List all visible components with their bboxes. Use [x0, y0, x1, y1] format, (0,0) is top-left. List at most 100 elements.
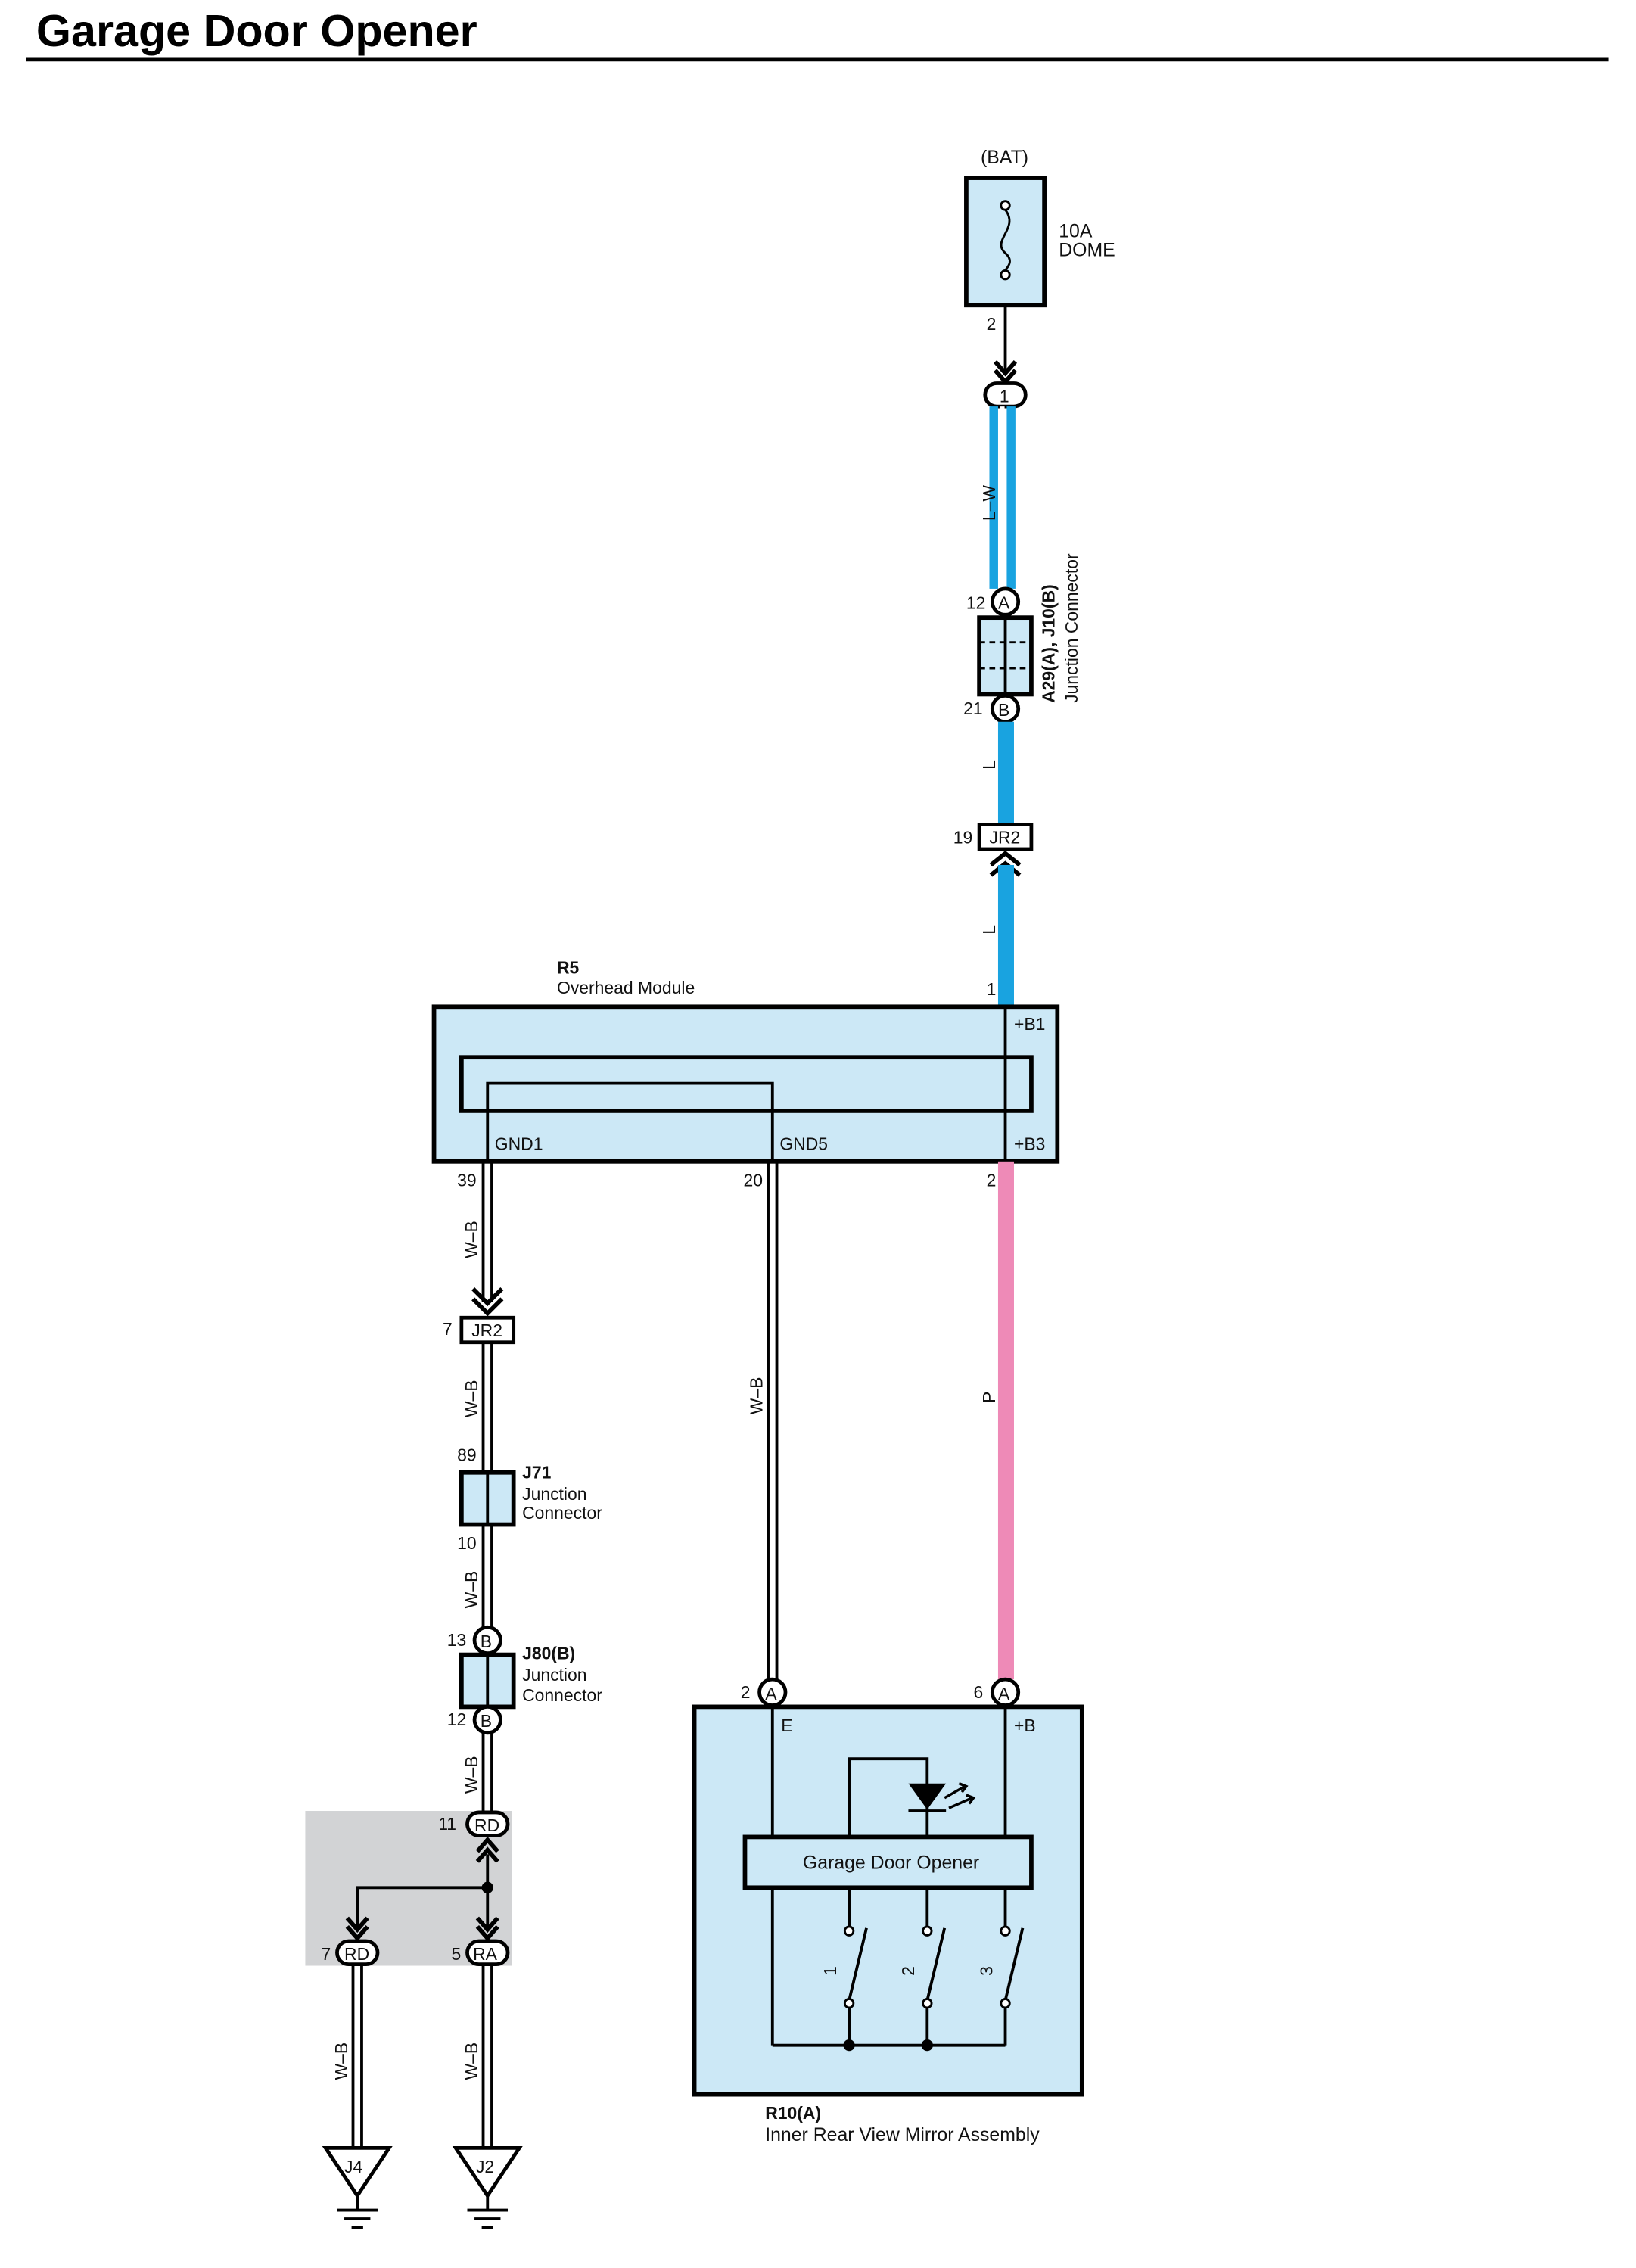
r10-letter-b: A [998, 1684, 1010, 1703]
r5-inner-bus [459, 1055, 1034, 1113]
junction-a29-pin-top: 12 [966, 593, 986, 613]
switch-2-label: 2 [898, 1966, 918, 1976]
switch-2-blade [925, 1927, 947, 2001]
jr2-top-pin: 19 [953, 827, 973, 847]
j80-letter-top: B [481, 1632, 492, 1651]
r5-label-b3: +B3 [1014, 1134, 1045, 1154]
j80-desc2: Connector [522, 1685, 602, 1705]
splice-left-conn [335, 1939, 380, 1967]
fuse-pin: 2 [987, 314, 997, 334]
fuse-element [1000, 209, 1011, 272]
fuse-name: DOME [1059, 240, 1115, 260]
r10-desc: Inner Rear View Mirror Assembly [765, 2125, 1040, 2145]
j71-pin-bottom: 10 [457, 1533, 477, 1553]
wire-color-lw: L–W [979, 485, 999, 521]
splice-pin-left: 7 [321, 1944, 331, 1964]
r10-pin-b: 6 [973, 1682, 983, 1702]
junction-a29-letter-top-circle [990, 586, 1021, 617]
j80-id: J80(B) [522, 1643, 575, 1663]
r5-label-gnd1: GND1 [495, 1134, 543, 1154]
splice-name-left: RD [344, 1944, 369, 1964]
jr2-left-name: JR2 [471, 1321, 502, 1340]
r5-label-gnd5: GND5 [779, 1134, 828, 1154]
fuse-terminal-top [1000, 200, 1011, 211]
splice-block: 11 RD 7 RD 5 RA [305, 1810, 512, 1967]
wire-color-wb-3: W–B [462, 1571, 481, 1609]
r5-id: R5 [557, 957, 580, 977]
wire-lw-2 [1006, 406, 1016, 589]
wire-l-lower [997, 864, 1014, 1007]
j71-desc1: Junction [522, 1484, 586, 1504]
switch-2-node [921, 2039, 933, 2052]
r5-pin-gnd5: 20 [744, 1170, 764, 1190]
r10-id: R10(A) [765, 2103, 821, 2123]
j71-pin-top: 89 [457, 1445, 477, 1464]
junction-a29-letter-bottom: B [998, 700, 1009, 720]
switch-3-blade [1003, 1927, 1025, 2001]
ground-icon [467, 2208, 509, 2229]
splice-name-right: RA [473, 1944, 498, 1964]
female-arrow-icon [989, 851, 1022, 877]
r10-pin-e: 2 [741, 1682, 751, 1702]
splice-branch [356, 1886, 488, 1927]
switch-1-label: 1 [820, 1966, 840, 1976]
mirror-assembly-r10: 2 A 6 A E +B Garage Door Opener 1 2 [692, 1677, 1084, 2145]
fuse-terminal-bottom [1000, 269, 1011, 281]
r10-label-b: +B [1014, 1716, 1036, 1735]
junction-a29-id: A29(A), J10(B) [1039, 584, 1059, 703]
j71-id: J71 [522, 1462, 551, 1482]
splice-name-top: RD [474, 1815, 499, 1835]
splice-junction-dot [481, 1881, 493, 1893]
ground-j4: J4 [322, 2145, 393, 2229]
jr2-top-box [977, 823, 1034, 851]
switch-2-top-contact [922, 1925, 933, 1937]
r5-pin-gnd1: 39 [457, 1170, 477, 1190]
switch-1-bottom-contact [843, 1998, 855, 2009]
male-arrow-jr2-icon [471, 1286, 504, 1317]
jr2-left-pin: 7 [443, 1319, 453, 1339]
ground-j4-label: J4 [344, 2157, 362, 2176]
wire-p [997, 1161, 1014, 1680]
j80-pin-bottom: 12 [447, 1710, 467, 1729]
switch-3-top-contact [1000, 1925, 1011, 1937]
fuse-box [964, 176, 1047, 308]
splice-male-left-icon [345, 1916, 369, 1942]
wire-color-l-lower: L [979, 925, 999, 935]
wire-color-wb-1: W–B [462, 1221, 481, 1258]
junction-a29-pin-bottom: 21 [963, 698, 983, 718]
wire-lw [989, 406, 998, 589]
connector-1 [983, 381, 1028, 409]
switch-3-bottom-contact [1000, 1998, 1011, 2009]
splice-pin-right: 5 [451, 1944, 461, 1964]
ground-j2: J2 [452, 2145, 523, 2229]
splice-male-right-icon [475, 1916, 499, 1942]
r5-label-b1: +B1 [1014, 1014, 1045, 1034]
wire-color-wb-4: W–B [462, 1756, 481, 1794]
wire-color-wb-2: W–B [462, 1380, 481, 1417]
r10-body [692, 1704, 1084, 2097]
splice-right-conn [465, 1939, 510, 1967]
switch-1-blade [848, 1927, 868, 2001]
wire-color-wb-j4: W–B [331, 2042, 351, 2080]
r5-desc: Overhead Module [557, 978, 695, 997]
switch-2-bottom-contact [922, 1998, 933, 2009]
j80-letter-bottom: B [481, 1711, 492, 1731]
wire-color-l-upper: L [979, 760, 999, 770]
switch-1-node [843, 2039, 855, 2052]
r5-pin-b3: 2 [987, 1170, 997, 1190]
switch-1-top-contact [843, 1925, 855, 1937]
j80-letter-bottom-circle [472, 1705, 502, 1735]
junction-j80: 13 B J80(B) Junction Connector 12 B [447, 1625, 602, 1735]
j80-desc1: Junction [522, 1665, 586, 1685]
junction-j71: 89 J71 Junction Connector 10 [457, 1445, 602, 1553]
junction-a29-letter-top: A [998, 593, 1010, 613]
j71-desc2: Connector [522, 1503, 602, 1523]
splice-top-conn [465, 1810, 510, 1837]
fuse-dome: (BAT) 10A DOME 2 [964, 148, 1115, 334]
ground-j2-triangle [452, 2145, 523, 2199]
connector-1-label: 1 [1000, 386, 1009, 406]
ground-icon [337, 2208, 378, 2229]
splice-female-icon [475, 1836, 499, 1863]
junction-a29: 12 A 21 B A29(A), J10(B) Junction Connec… [963, 553, 1081, 724]
